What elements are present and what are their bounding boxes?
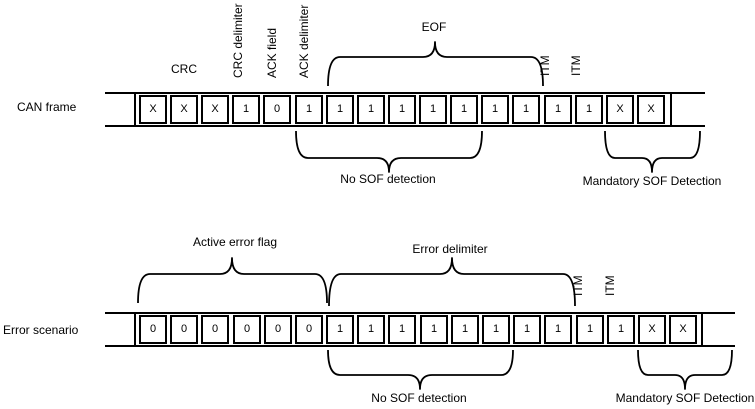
- bit-cell: 1: [513, 315, 541, 344]
- bit-cell: 0: [201, 315, 229, 344]
- bit-cell: 0: [295, 315, 323, 344]
- bit-cell: 1: [388, 315, 416, 344]
- ack-field-label: ACK field: [265, 27, 279, 78]
- bit-cell: 1: [232, 95, 260, 124]
- band-end-divider: [670, 94, 672, 125]
- row-label-can-frame: CAN frame: [17, 100, 77, 114]
- mandatory-sof-detection-brace: [637, 349, 733, 390]
- bit-cell: X: [669, 315, 697, 344]
- band-end-divider: [701, 314, 703, 345]
- bit-cell: 1: [357, 95, 385, 124]
- active-error-flag-label: Active error flag: [192, 235, 278, 249]
- no-sof-detection-brace: [295, 130, 483, 173]
- crc-delimiter-label: CRC delimiter: [231, 3, 245, 78]
- error-delimiter-label: Error delimiter: [412, 242, 488, 256]
- bit-cell: 1: [450, 95, 478, 124]
- error-delimiter-brace: [328, 257, 576, 307]
- bit-cell: X: [638, 315, 666, 344]
- bit-cell: 0: [170, 315, 198, 344]
- bit-cell: 1: [575, 95, 603, 124]
- bit-cell: 1: [544, 95, 572, 124]
- bit-cell: 1: [326, 95, 354, 124]
- crc-label: CRC: [171, 62, 197, 76]
- bit-cell: X: [201, 95, 229, 124]
- bit-cell: 1: [512, 95, 540, 124]
- bit-cell: 1: [481, 95, 509, 124]
- mandatory-sof-detection-label: Mandatory SOF Detection: [615, 391, 755, 405]
- mandatory-sof-detection-brace: [604, 130, 701, 173]
- ack-delimiter-label: ACK delimiter: [297, 4, 311, 78]
- no-sof-detection-label: No SOF detection: [340, 172, 436, 186]
- bit-cell: 1: [388, 95, 416, 124]
- active-error-flag-brace: [137, 257, 328, 304]
- eof-brace: [327, 41, 544, 87]
- bit-cell: 1: [295, 95, 323, 124]
- bit-cell: 1: [482, 315, 510, 344]
- bit-cell: 1: [420, 315, 448, 344]
- no-sof-detection-brace: [327, 349, 514, 390]
- bit-cell: 1: [419, 95, 447, 124]
- bit-cell: 1: [607, 315, 635, 344]
- bit-cell: 0: [263, 95, 291, 124]
- bit-cell: 0: [233, 315, 261, 344]
- itm-label-2: ITM: [603, 275, 617, 296]
- bit-cell: 1: [451, 315, 479, 344]
- no-sof-detection-label: No SOF detection: [371, 391, 467, 405]
- bit-cell: 0: [139, 315, 167, 344]
- itm-label-1: ITM: [571, 275, 585, 296]
- band-start-divider: [134, 314, 136, 345]
- bit-cell: 1: [544, 315, 572, 344]
- eof-label: EOF: [421, 20, 447, 34]
- bit-cell: 1: [326, 315, 354, 344]
- band-start-divider: [134, 94, 136, 125]
- bit-cell: 0: [264, 315, 292, 344]
- bit-cell: X: [606, 95, 634, 124]
- itm-label-2: ITM: [569, 55, 583, 76]
- bit-cell: X: [139, 95, 167, 124]
- bit-cell: X: [170, 95, 198, 124]
- bit-cell: 1: [576, 315, 604, 344]
- row-label-error-scenario: Error scenario: [3, 323, 79, 337]
- itm-label-1: ITM: [538, 55, 552, 76]
- bit-cell: X: [637, 95, 665, 124]
- bit-cell: 1: [357, 315, 385, 344]
- mandatory-sof-detection-label: Mandatory SOF Detection: [582, 174, 722, 188]
